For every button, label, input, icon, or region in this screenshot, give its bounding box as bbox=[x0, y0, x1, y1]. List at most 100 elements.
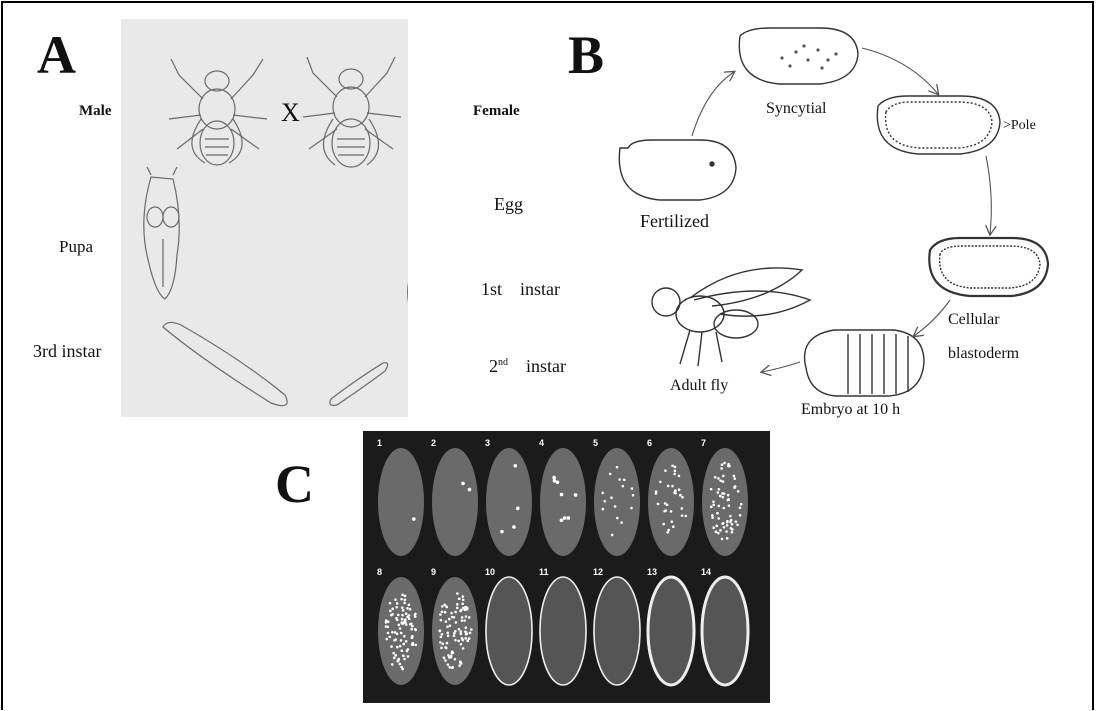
nucleus-dot bbox=[726, 524, 729, 527]
nucleus-dot bbox=[414, 644, 417, 647]
nucleus-dot bbox=[448, 618, 451, 621]
nucleus-dot bbox=[450, 652, 453, 655]
nucleus-dot bbox=[448, 666, 451, 669]
nucleus-dot bbox=[391, 607, 394, 610]
nucleus-dot bbox=[447, 654, 450, 657]
nucleus-dot bbox=[679, 494, 682, 497]
nucleus-dot bbox=[400, 632, 403, 635]
nucleus-dot bbox=[614, 505, 617, 508]
nucleus-dot bbox=[450, 656, 453, 659]
syncytial-egg-drawing bbox=[739, 28, 858, 84]
nucleus-dot bbox=[516, 507, 520, 511]
panel-c-letter: C bbox=[275, 457, 314, 511]
nucleus-dot bbox=[441, 605, 444, 608]
nucleus-dot bbox=[410, 628, 413, 631]
nucleus-dot bbox=[602, 508, 605, 511]
nucleus-dot bbox=[722, 475, 725, 478]
embryo-stage-7: 7 bbox=[701, 438, 748, 556]
nucleus-dot bbox=[664, 509, 667, 512]
nucleus-dot bbox=[574, 493, 578, 497]
nucleus-dot bbox=[681, 496, 684, 499]
label-adult-fly: Adult fly bbox=[670, 377, 728, 395]
nucleus-dot bbox=[463, 619, 466, 622]
embryo-stage-4: 4 bbox=[539, 438, 586, 556]
nucleus-dot bbox=[727, 494, 730, 497]
nucleus-dot bbox=[563, 516, 567, 520]
nucleus-dot bbox=[670, 520, 673, 523]
embryo-stage-number: 12 bbox=[593, 567, 603, 577]
nucleus-dot bbox=[461, 602, 464, 605]
nucleus-dot bbox=[394, 631, 397, 634]
nucleus-dot bbox=[445, 620, 448, 623]
embryo-stage-14-body bbox=[702, 577, 748, 685]
nucleus-dot bbox=[450, 612, 453, 615]
nucleus-dot bbox=[394, 598, 397, 601]
nucleus-dot bbox=[405, 640, 408, 643]
pole-cell-embryo-drawing bbox=[877, 96, 1000, 154]
embryo-stage-2-body bbox=[432, 448, 478, 556]
nucleus-dot bbox=[712, 500, 715, 503]
nucleus-dot bbox=[464, 630, 467, 633]
nucleus-dot bbox=[674, 466, 677, 469]
embryo-stage-number: 3 bbox=[485, 438, 490, 448]
nucleus-dot bbox=[684, 515, 687, 518]
nucleus-dot bbox=[667, 485, 670, 488]
embryo-stage-5-body bbox=[594, 448, 640, 556]
nucleus-dot bbox=[454, 611, 457, 614]
label-embryo-10h: Embryo at 10 h bbox=[801, 401, 900, 419]
embryo-stage-1-body bbox=[378, 448, 424, 556]
embryo-stage-12: 12 bbox=[593, 567, 640, 685]
nucleus-dot bbox=[726, 537, 729, 540]
nucleus-dot bbox=[393, 657, 396, 660]
embryo-stage-9: 9 bbox=[431, 567, 478, 685]
nucleus-dot bbox=[396, 660, 399, 663]
nucleus-dot bbox=[443, 656, 446, 659]
nucleus-dot bbox=[616, 466, 619, 469]
embryo-stage-number: 1 bbox=[377, 438, 382, 448]
nucleus-dot bbox=[733, 477, 736, 480]
nucleus-dot bbox=[461, 637, 464, 640]
nucleus-dot bbox=[386, 626, 389, 629]
embryo-stage-number: 6 bbox=[647, 438, 652, 448]
nucleus-dot bbox=[447, 663, 450, 666]
nucleus-dot bbox=[395, 606, 398, 609]
nucleus-dot bbox=[674, 492, 677, 495]
nucleus-dot bbox=[440, 647, 443, 650]
nucleus-dot bbox=[664, 469, 667, 472]
nucleus-dot bbox=[400, 649, 403, 652]
nucleus-dot bbox=[460, 630, 463, 633]
nucleus-dot bbox=[458, 597, 461, 600]
nucleus-dot bbox=[460, 662, 463, 665]
nucleus-dot bbox=[456, 607, 459, 610]
embryo-stage-8: 8 bbox=[377, 567, 424, 685]
nucleus-dot bbox=[458, 664, 461, 667]
nucleus-dot bbox=[397, 658, 400, 661]
nucleus-dot bbox=[726, 520, 729, 523]
embryo-stage-number: 2 bbox=[431, 438, 436, 448]
nucleus-dot bbox=[444, 611, 447, 614]
nucleus-dot bbox=[407, 648, 410, 651]
nucleus-dot bbox=[620, 521, 623, 524]
nucleus-dot bbox=[404, 595, 407, 598]
nucleus-dot bbox=[385, 638, 388, 641]
nucleus-dot bbox=[411, 643, 414, 646]
nucleus-dot bbox=[414, 613, 417, 616]
nucleus-dot bbox=[678, 488, 681, 491]
nucleus-dot bbox=[671, 464, 674, 467]
nucleus-dot bbox=[560, 518, 564, 522]
nucleus-dot bbox=[729, 515, 732, 518]
nucleus-dot bbox=[395, 617, 398, 620]
embryo-stage-number: 8 bbox=[377, 567, 382, 577]
label-pole: >Pole bbox=[1003, 118, 1036, 134]
nucleus-dot bbox=[457, 640, 460, 643]
nucleus-dot bbox=[391, 663, 394, 666]
nucleus-dot bbox=[439, 613, 442, 616]
nucleus-dot bbox=[456, 592, 459, 595]
nucleus-dot bbox=[719, 495, 722, 498]
fertilized-egg-drawing bbox=[619, 140, 736, 200]
nucleus-dot bbox=[500, 530, 504, 534]
embryo-stage-12-body bbox=[594, 577, 640, 685]
nucleus-dot bbox=[712, 504, 715, 507]
nucleus-dot bbox=[560, 493, 564, 497]
nucleus-dot bbox=[455, 621, 458, 624]
